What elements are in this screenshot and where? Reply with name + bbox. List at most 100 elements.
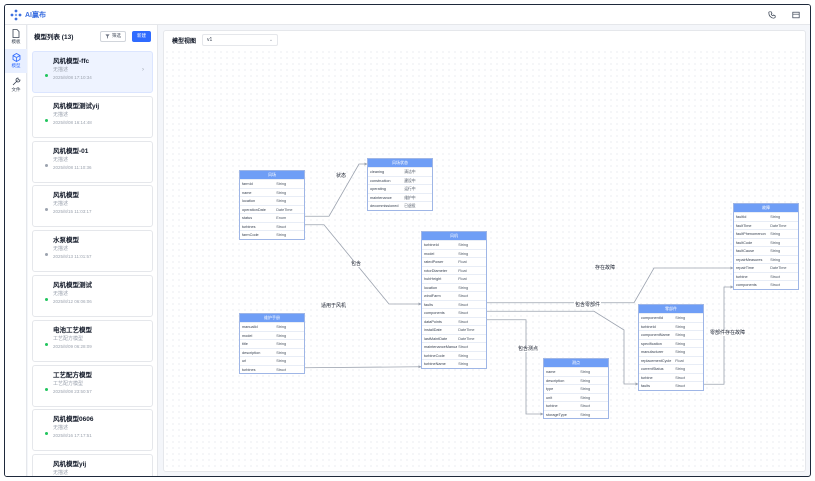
field-type: 运行中 (404, 187, 416, 191)
relation-line (487, 266, 734, 304)
model-list-item[interactable]: 风机模型yij无描述2025/8/16 15:10:59 (32, 454, 153, 476)
top-bar: AI赢布 (5, 5, 810, 25)
status-dot (45, 118, 48, 122)
field-type: String (580, 378, 591, 383)
field-name: faultId (736, 215, 747, 219)
field-type: Struct (276, 224, 287, 229)
new-model-button[interactable]: 新建 (132, 30, 151, 42)
field-name: lastMaintDate (424, 336, 448, 341)
relation-line (305, 162, 368, 217)
field-type: String (458, 353, 469, 358)
field-type: Float (458, 260, 467, 264)
model-time: 2025/8/15 11:03:17 (53, 209, 92, 215)
entity-title: 测点 (544, 359, 608, 367)
field-name: components (736, 283, 757, 287)
field-type: String (276, 190, 287, 195)
view-select[interactable]: v1 ⌄ (202, 34, 279, 46)
field-name: farmId (242, 182, 253, 186)
model-name: 风机模型测试 (53, 281, 92, 289)
entity-field: specification String (639, 338, 703, 348)
field-type: String (770, 257, 781, 262)
field-name: maintenanceManual (424, 345, 458, 349)
field-type: String (458, 362, 469, 366)
field-name: componentName (641, 333, 670, 337)
entity-field: faultPhenomenon String (734, 229, 798, 238)
field-name: specification (641, 341, 662, 346)
field-type: String (580, 395, 591, 400)
nav-item-file[interactable]: 文件 (5, 73, 27, 97)
model-name: 水泵模型 (53, 237, 79, 245)
field-type: String (770, 249, 781, 253)
model-time: 2025/8/08 16:14:48 (53, 119, 92, 125)
field-type: String (580, 370, 591, 374)
nav-item-template[interactable]: 模板 (5, 25, 27, 49)
field-type: String (770, 232, 781, 236)
field-type: DateTime (458, 336, 475, 341)
nav-item-model[interactable]: 模型 (5, 49, 27, 73)
field-type: DateTime (276, 207, 293, 212)
field-type: String (276, 233, 287, 237)
app-window: AI赢布 模板 模型 文件 模型列表 (13) (4, 4, 811, 477)
layout-icon[interactable] (790, 9, 802, 21)
wrench-icon (12, 77, 20, 86)
field-type: Float (458, 277, 467, 281)
field-type: String (675, 341, 686, 346)
entity-title: 风场 (240, 171, 304, 179)
field-type: Struct (770, 283, 781, 287)
field-name: name (546, 370, 556, 374)
field-type: Float (458, 268, 467, 273)
field-type: Struct (458, 311, 469, 315)
status-dot (45, 297, 48, 301)
field-type: String (580, 412, 591, 417)
model-desc: 无描述 (53, 201, 69, 208)
status-dot (45, 387, 48, 391)
relation-label: 状态 (335, 173, 348, 179)
view-label: 模型视图 (172, 38, 197, 45)
field-type: Struct (675, 384, 686, 388)
view-bar: 模型视图 v1 ⌄ (164, 31, 805, 49)
field-name: maintenance (370, 195, 392, 200)
filter-button[interactable]: 筛选 (100, 30, 126, 42)
field-name: faultPhenomenon (736, 232, 766, 236)
phone-icon[interactable] (766, 9, 778, 21)
entity-title: 维护手册 (240, 314, 304, 322)
field-type: String (276, 182, 287, 186)
chevron-right-icon: › (142, 67, 144, 73)
field-name: construction (370, 178, 391, 183)
field-name: title (242, 342, 248, 346)
new-label: 新建 (137, 33, 146, 38)
